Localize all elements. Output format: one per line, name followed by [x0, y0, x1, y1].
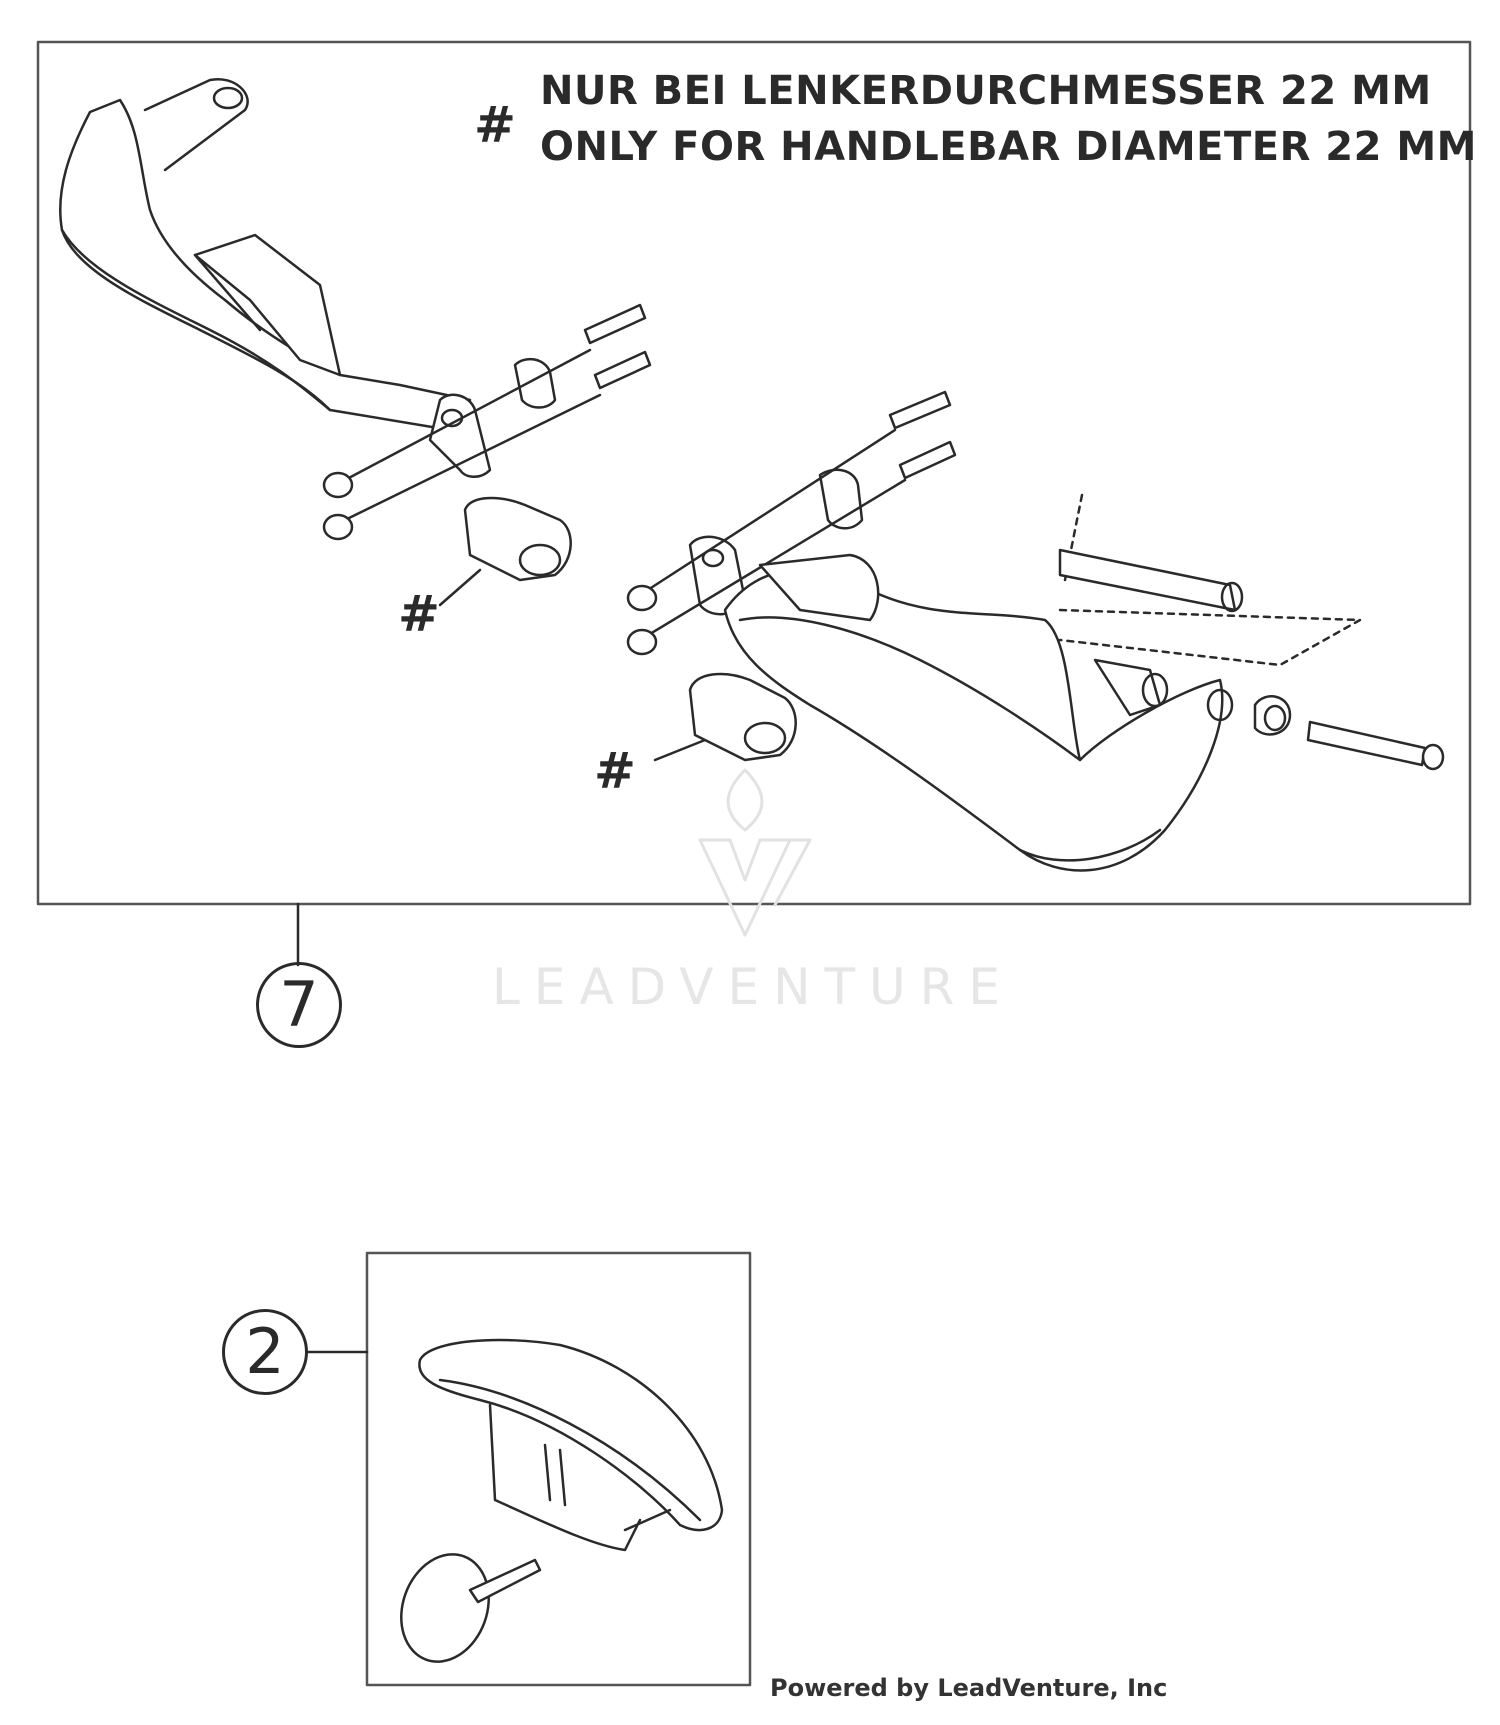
kit-2-frame — [367, 1253, 750, 1685]
handlebar-end — [1060, 495, 1360, 665]
cable-tie — [387, 1542, 540, 1674]
footer-credit: Powered by LeadVenture, Inc — [770, 1674, 1168, 1702]
handguard-cover — [419, 1340, 722, 1550]
callout-7[interactable]: 7 — [256, 962, 342, 1048]
note-line-english: ONLY FOR HANDLEBAR DIAMETER 22 MM — [540, 124, 1477, 170]
note-line-german: NUR BEI LENKERDURCHMESSER 22 MM — [540, 68, 1432, 114]
note-symbol: # — [474, 96, 517, 154]
right-spacer — [655, 674, 796, 760]
right-end-hardware — [1095, 660, 1443, 769]
left-bolts — [324, 305, 650, 539]
spacer-mark-left: # — [398, 585, 440, 643]
spacer-mark-right: # — [594, 742, 636, 800]
left-spacer — [440, 498, 571, 605]
right-handguard — [725, 555, 1232, 870]
left-handguard — [60, 79, 470, 430]
leadventure-logo — [700, 770, 810, 935]
watermark-text: LEADVENTURE — [492, 958, 1014, 1016]
right-bolts — [628, 392, 955, 654]
left-clamp — [430, 359, 555, 477]
callout-2[interactable]: 2 — [222, 1309, 308, 1395]
kit-7-frame — [38, 42, 1470, 904]
